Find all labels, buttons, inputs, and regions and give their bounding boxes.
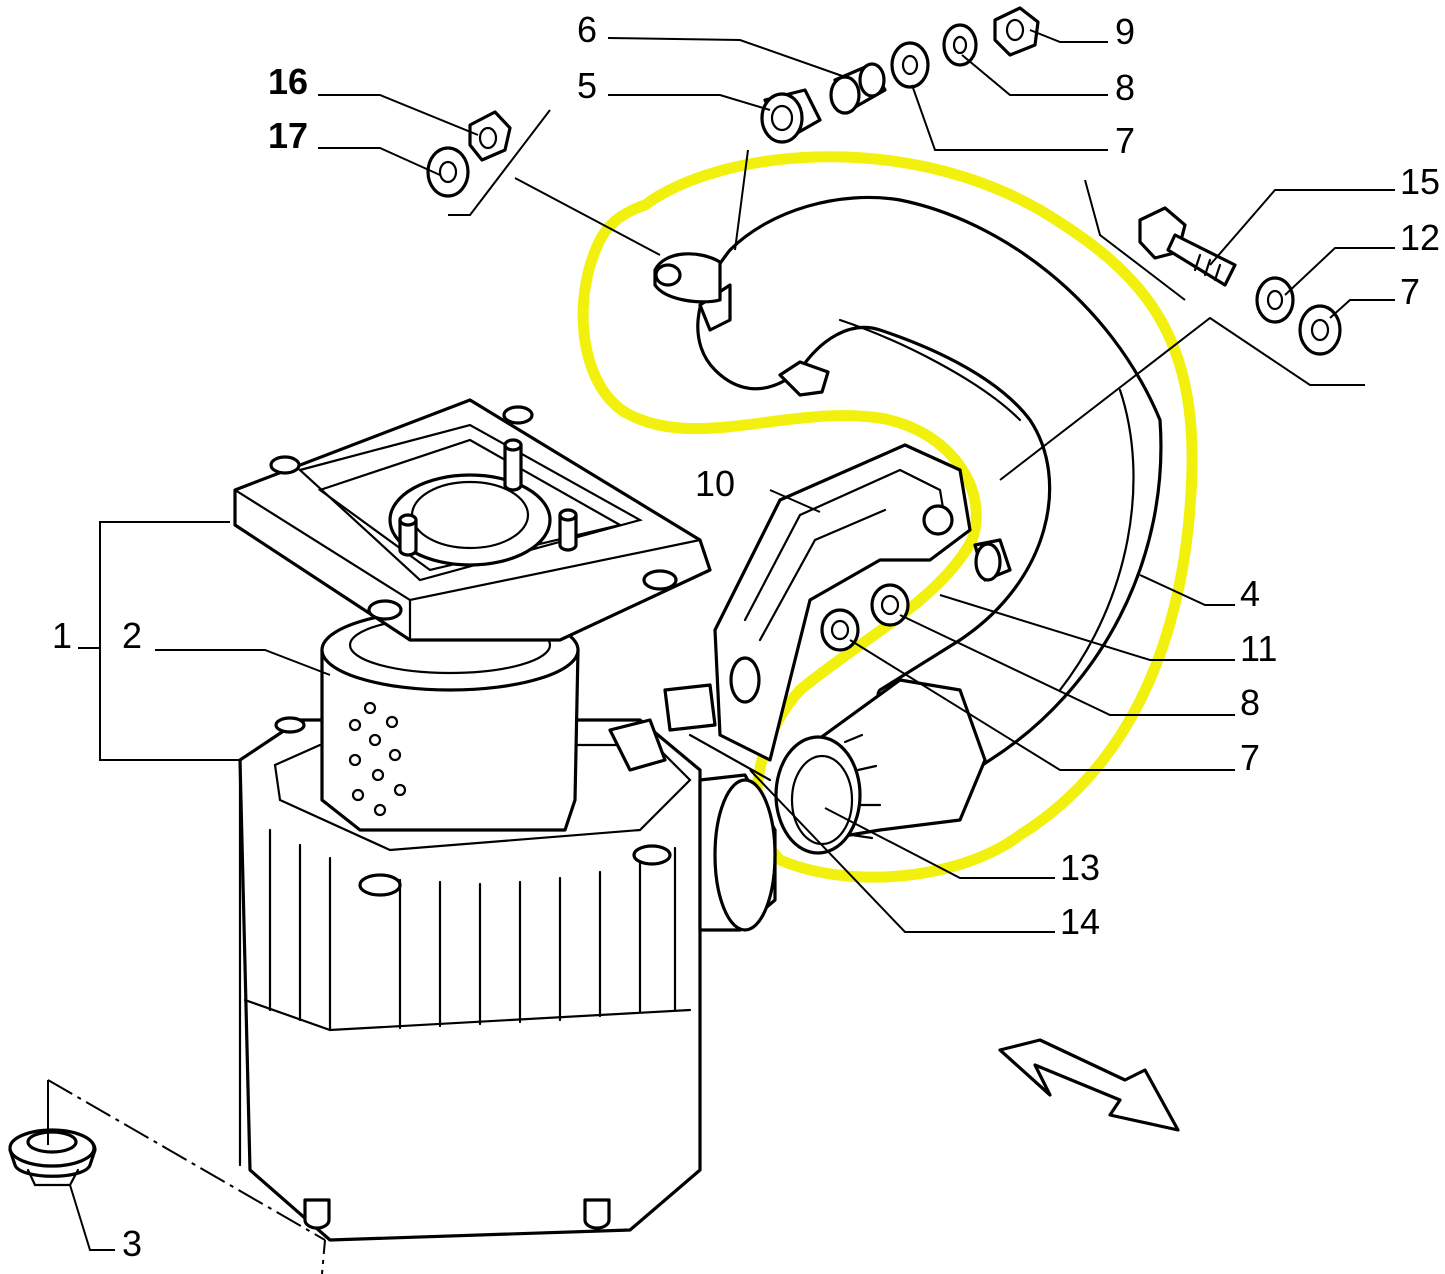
callout-9: 9 <box>1115 11 1135 52</box>
callout-5: 5 <box>577 65 597 106</box>
housing-outlet-pipe <box>608 683 777 932</box>
callout-7-right: 7 <box>1400 271 1420 312</box>
washer-17 <box>426 146 470 198</box>
callout-2: 2 <box>122 615 142 656</box>
callout-1: 1 <box>52 615 72 656</box>
callout-8-right: 8 <box>1240 682 1260 723</box>
callout-15: 15 <box>1400 161 1440 202</box>
callout-10: 10 <box>695 463 735 504</box>
callout-16: 16 <box>268 61 308 102</box>
housing-ribs <box>268 828 677 1032</box>
lock-washer-8-top <box>942 23 978 67</box>
grommet-5 <box>760 88 822 144</box>
bracket-hardware <box>820 538 1012 652</box>
callout-8-top: 8 <box>1115 67 1135 108</box>
callout-4: 4 <box>1240 573 1260 614</box>
washer-7-top <box>890 41 930 89</box>
callout-7-top: 7 <box>1115 120 1135 161</box>
callout-14: 14 <box>1060 901 1100 942</box>
intake-duct <box>653 195 1163 782</box>
callout-labels: 6 5 9 8 7 16 17 15 12 7 10 4 11 8 7 13 1… <box>52 9 1440 1264</box>
mounting-bracket <box>688 443 972 782</box>
grommet-3 <box>8 1128 97 1187</box>
filter-cover <box>233 398 712 642</box>
bolt-15 <box>1138 206 1237 287</box>
leader-lines <box>47 29 1395 1274</box>
duct-outlet-sleeve <box>774 678 987 855</box>
direction-arrow-icon <box>998 1038 1180 1132</box>
callout-3: 3 <box>122 1223 142 1264</box>
lock-washer-12 <box>1255 276 1295 324</box>
callout-7-lower: 7 <box>1240 737 1260 778</box>
callout-13: 13 <box>1060 847 1100 888</box>
callout-11: 11 <box>1240 628 1277 669</box>
filter-cartridge <box>320 608 580 832</box>
filter-perforations <box>348 701 407 817</box>
callout-17: 17 <box>268 115 308 156</box>
filter-housing-body <box>238 716 702 1242</box>
nut-16 <box>468 110 512 162</box>
callout-6: 6 <box>577 9 597 50</box>
nut-9 <box>993 6 1040 57</box>
spacer-6 <box>829 62 887 115</box>
callout-12: 12 <box>1400 217 1440 258</box>
